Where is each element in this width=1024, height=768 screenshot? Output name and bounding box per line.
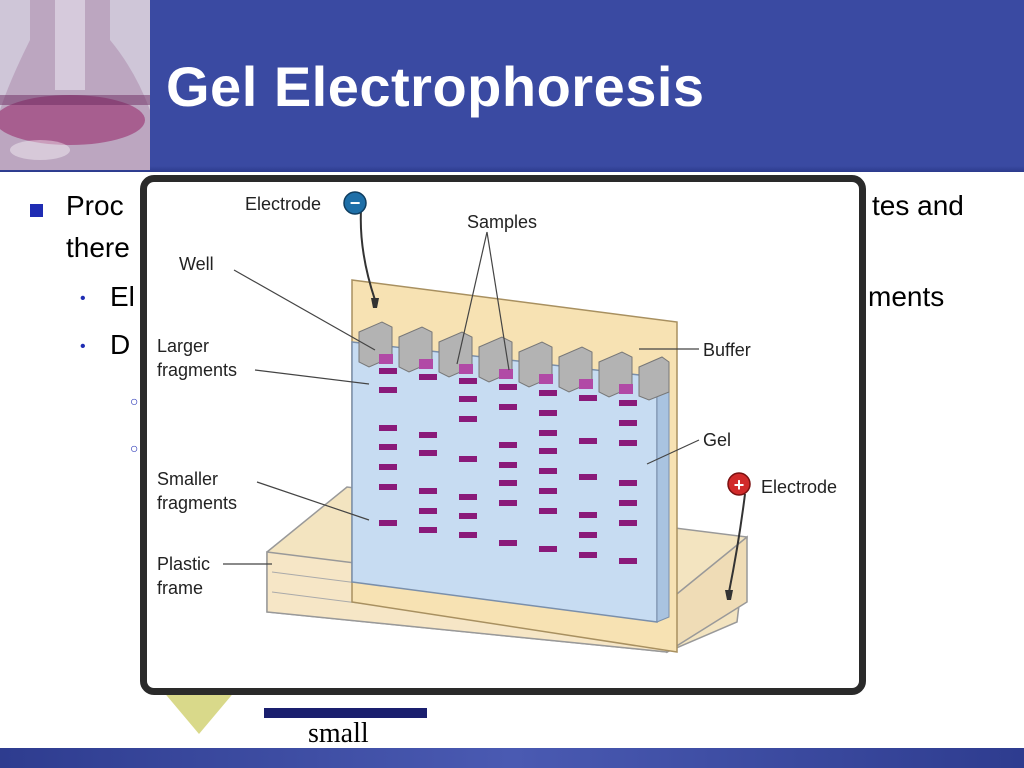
- bullet-dot-icon: •: [80, 338, 86, 355]
- negative-electrode-icon: −: [343, 191, 367, 215]
- title-bar: [0, 0, 1024, 172]
- svg-text:−: −: [350, 193, 361, 213]
- footer-bar: [0, 748, 1024, 768]
- bullet-1-start: Proc: [66, 190, 124, 221]
- label-well: Well: [179, 254, 214, 274]
- bullet-square-icon: [30, 204, 43, 217]
- sub-bullet-1-start: El: [110, 281, 135, 312]
- bullet-dot-icon: •: [80, 290, 86, 307]
- label-smaller-fragments-2: fragments: [157, 493, 237, 513]
- label-larger-fragments-1: Larger: [157, 336, 209, 356]
- label-smaller-fragments-1: Smaller: [157, 469, 218, 489]
- bullet-ring-icon: ○: [130, 440, 139, 456]
- electrode-wire-top: [359, 209, 376, 301]
- flask-image: [0, 0, 150, 170]
- positive-electrode-icon: +: [727, 472, 751, 496]
- sub-bullet-2-start: D: [110, 329, 131, 360]
- page-title: Gel Electrophoresis: [166, 55, 705, 118]
- gel-slab: [351, 321, 670, 623]
- label-electrode-bottom: Electrode: [761, 477, 837, 497]
- bullet-1-line2: there: [66, 232, 130, 263]
- label-plastic-frame-2: frame: [157, 578, 203, 598]
- gel-electrophoresis-diagram: − + Electrode Samples Well Larger fragme…: [140, 175, 866, 695]
- label-samples: Samples: [467, 212, 537, 232]
- small-label: small: [308, 718, 369, 749]
- sub-bullet-1-end: ments: [868, 281, 945, 312]
- label-larger-fragments-2: fragments: [157, 360, 237, 380]
- label-plastic-frame-1: Plastic: [157, 554, 210, 574]
- label-electrode-top: Electrode: [245, 194, 321, 214]
- svg-text:+: +: [734, 475, 745, 495]
- label-gel: Gel: [703, 430, 731, 450]
- bullet-ring-icon: ○: [130, 393, 139, 409]
- electrode-wire-bottom: [728, 493, 746, 593]
- legend-bar: [264, 708, 427, 718]
- bullet-1-end: tes and: [872, 190, 964, 221]
- down-arrow-icon: [162, 690, 236, 734]
- label-buffer: Buffer: [703, 340, 751, 360]
- dna-bands: [379, 368, 637, 564]
